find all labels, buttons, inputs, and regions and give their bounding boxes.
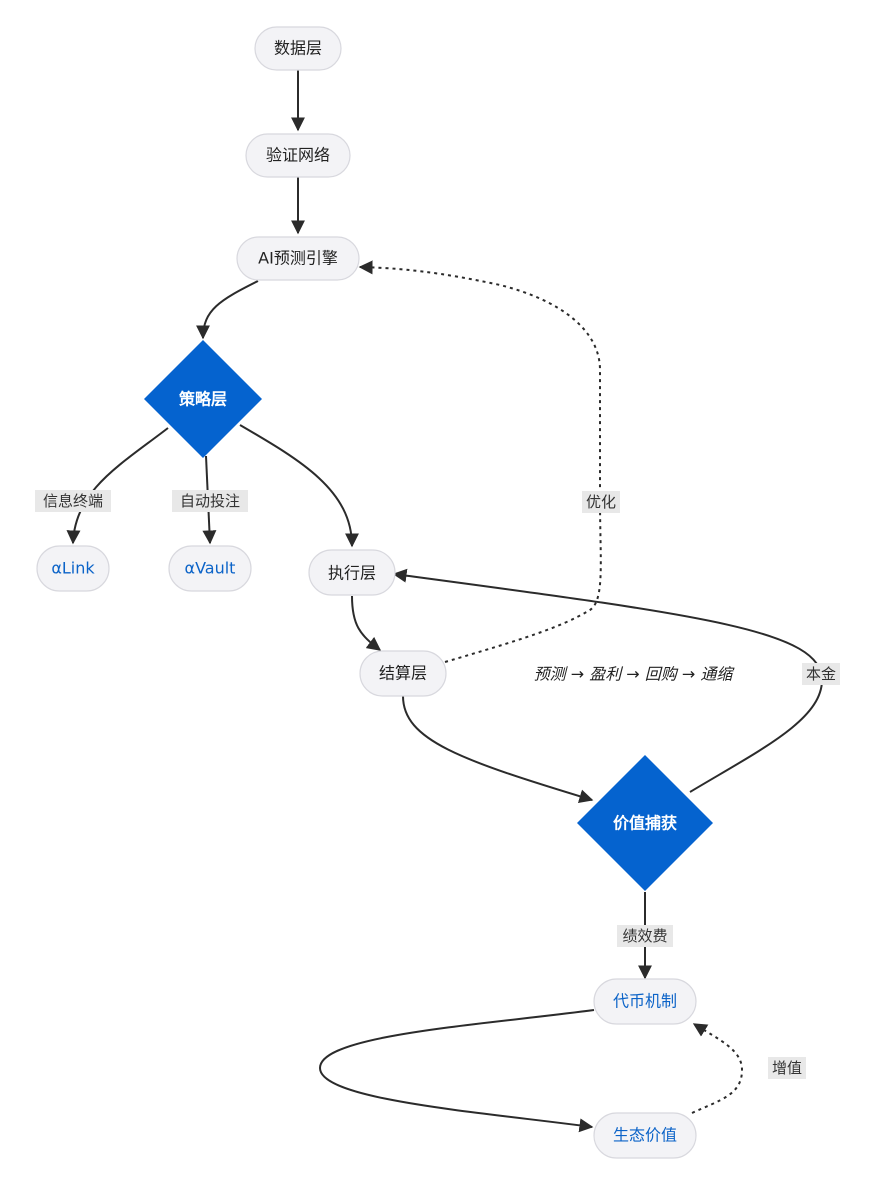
- node-token-mechanism[interactable]: 代币机制: [593, 978, 697, 1025]
- svg-text:优化: 优化: [586, 493, 616, 511]
- edge-execution-to-settlement: [351, 595, 382, 651]
- node-data-layer[interactable]: 数据层: [254, 26, 342, 71]
- svg-text:验证网络: 验证网络: [266, 146, 330, 165]
- edge-label-appreciation: 增值: [768, 1057, 806, 1079]
- edge-label-auto-bet: 自动投注: [172, 490, 248, 512]
- edge-token-to-ecosystem: [318, 1009, 595, 1133]
- node-ai-engine[interactable]: AI预测引擎: [236, 236, 360, 281]
- edges: [66, 70, 824, 1133]
- node-avault[interactable]: αVault: [168, 545, 252, 592]
- svg-text:执行层: 执行层: [328, 564, 376, 583]
- svg-text:代币机制: 代币机制: [613, 992, 677, 1011]
- node-verify-network[interactable]: 验证网络: [245, 133, 351, 178]
- svg-text:本金: 本金: [806, 665, 836, 683]
- edge-settlement-to-ai-optimize: [358, 260, 602, 663]
- svg-text:生态价值: 生态价值: [613, 1126, 677, 1145]
- svg-text:增值: 增值: [772, 1059, 802, 1077]
- node-value-capture[interactable]: 价值捕获: [577, 755, 713, 891]
- node-settlement-layer[interactable]: 结算层: [359, 650, 447, 697]
- node-execution-layer[interactable]: 执行层: [308, 549, 396, 596]
- edge-value-capture-to-execution-principal: [392, 568, 824, 793]
- edge-label-info-terminal: 信息终端: [35, 490, 111, 512]
- edge-label-principal: 本金: [802, 663, 840, 685]
- node-strategy-layer[interactable]: 策略层: [144, 340, 262, 458]
- svg-text:αVault: αVault: [185, 559, 236, 578]
- node-ecosystem-value[interactable]: 生态价值: [593, 1112, 697, 1159]
- edge-strategy-to-execution: [239, 424, 359, 548]
- svg-text:αLink: αLink: [51, 559, 95, 578]
- node-alink[interactable]: αLink: [36, 545, 110, 592]
- edge-strategy-to-alink: [66, 427, 169, 545]
- edge-ecosystem-to-token-appreciation: [691, 1023, 744, 1114]
- svg-text:数据层: 数据层: [274, 39, 322, 58]
- edge-label-performance-fee: 绩效费: [617, 925, 673, 947]
- svg-text:价值捕获: 价值捕获: [613, 814, 677, 833]
- edge-settlement-to-value-capture: [402, 695, 594, 804]
- svg-text:绩效费: 绩效费: [622, 927, 667, 945]
- svg-text:AI预测引擎: AI预测引擎: [258, 249, 338, 268]
- flow-note: 预测 → 盈利 → 回购 → 通缩: [534, 665, 736, 684]
- edge-ai-to-strategy: [196, 280, 259, 340]
- svg-text:自动投注: 自动投注: [180, 492, 240, 510]
- edge-labels: 信息终端 自动投注 优化 本金 绩效费 增值: [35, 490, 840, 1079]
- svg-text:信息终端: 信息终端: [43, 492, 103, 510]
- svg-text:结算层: 结算层: [379, 664, 427, 683]
- svg-text:策略层: 策略层: [178, 390, 227, 409]
- edge-label-optimize: 优化: [582, 491, 620, 513]
